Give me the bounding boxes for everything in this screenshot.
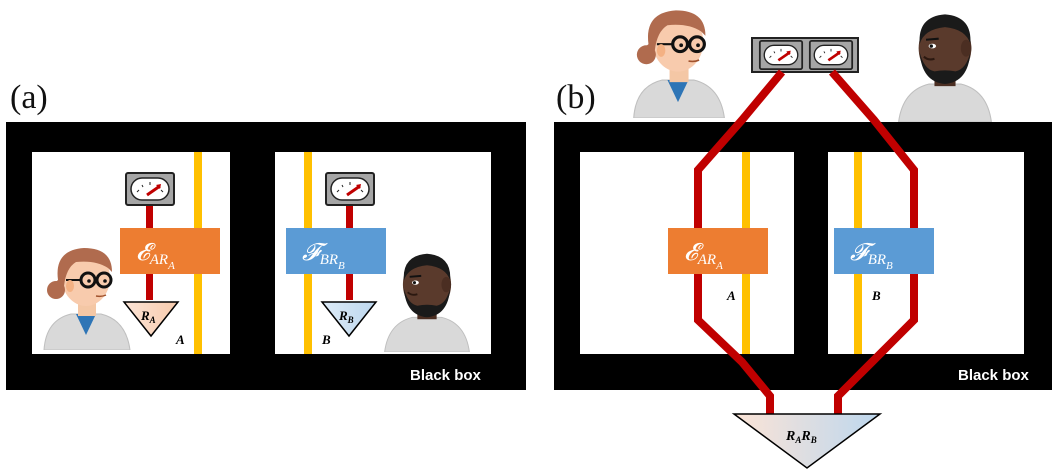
panel-a-label: (a) [10, 79, 48, 116]
operator-box-alice-b [668, 228, 768, 274]
detector-alice-main: R [140, 308, 150, 323]
operator-subsub-bob-b: B [886, 260, 893, 272]
black-box-label-b: Black box [958, 367, 1030, 384]
panel-b: (b) 𝓔ARA 𝓕BRB A B Black b [554, 8, 1052, 469]
detector-bob-sub: B [347, 315, 354, 325]
operator-sub-alice-b: AR [697, 252, 716, 268]
meter-icon [325, 172, 375, 206]
system-label-b-alice: A [726, 288, 736, 303]
detector-alice-sub: A [149, 315, 156, 325]
svg-text:RARB: RARB [785, 429, 817, 445]
joint-detector-main1: R [785, 429, 795, 444]
operator-sub-bob-a: BR [320, 252, 338, 268]
svg-text:RA: RA [140, 308, 156, 325]
operator-box-bob-b [834, 228, 934, 274]
operator-sub-alice-a: AR [149, 252, 168, 268]
operator-subsub-alice-b: A [715, 260, 723, 272]
joint-detector-sub2: B [810, 435, 817, 445]
system-label-a-alice: A [175, 332, 185, 347]
joint-detector-sub1: A [794, 435, 801, 445]
svg-text:𝓔ARA: 𝓔ARA [684, 240, 723, 272]
operator-box-alice-a [120, 228, 220, 274]
svg-text:RB: RB [338, 308, 354, 325]
ancilla-paths-b [694, 69, 918, 418]
operator-sub-bob-b: BR [868, 252, 886, 268]
black-box-label-a: Black box [410, 367, 482, 384]
alice-icon [632, 8, 727, 118]
joint-detector-main2: R [800, 429, 810, 444]
detector-bob-a [320, 301, 378, 338]
meter-icon [125, 172, 175, 206]
detector-alice-a [122, 301, 180, 338]
system-label-a-bob: B [321, 332, 331, 347]
detector-bob-main: R [338, 308, 348, 323]
joint-detector-b [731, 413, 883, 469]
bob-icon [897, 13, 993, 122]
meter-icon [758, 40, 804, 70]
panel-a: (a) 𝓔ARA RA A 𝓕BRB RB B [6, 79, 526, 390]
panel-b-label: (b) [556, 79, 596, 116]
operator-subsub-bob-a: B [338, 260, 345, 272]
operator-subsub-alice-a: A [167, 260, 175, 272]
system-label-b-bob: B [871, 288, 881, 303]
meter-icon [808, 40, 854, 70]
operator-box-bob-a [286, 228, 386, 274]
